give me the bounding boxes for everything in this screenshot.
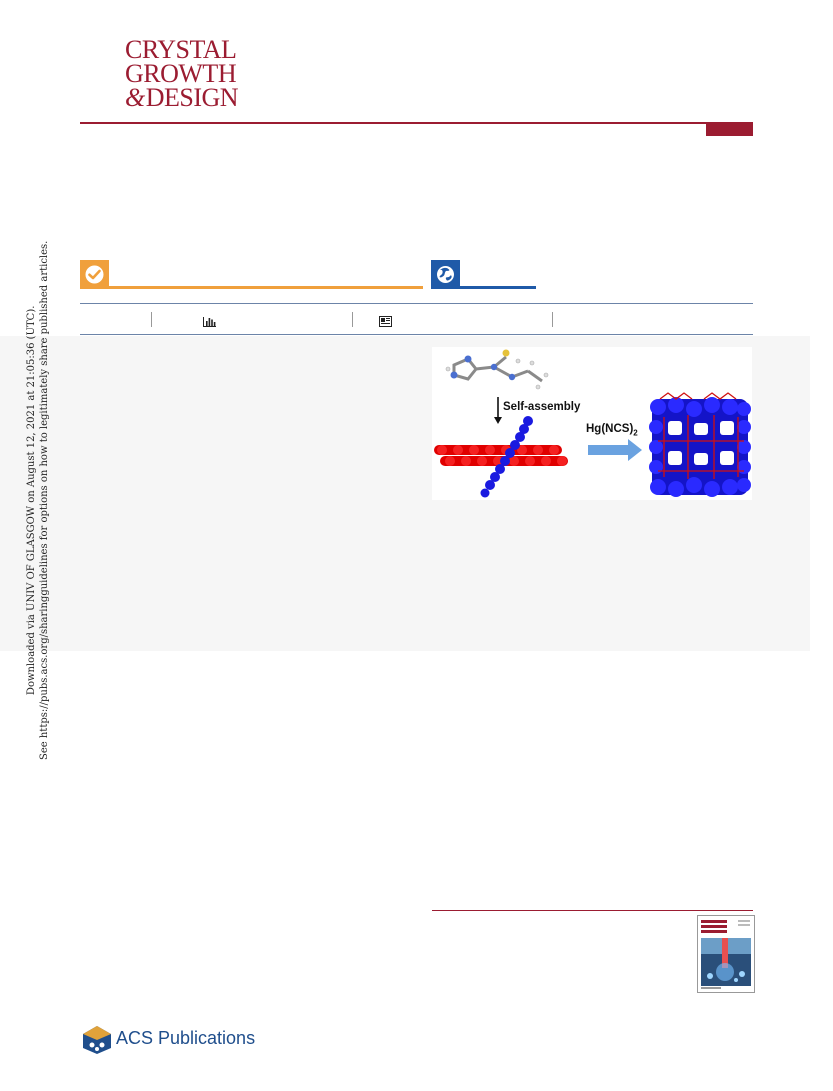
acs-hexagon-icon [83,1026,111,1054]
journal-logo: CRYSTAL GROWTH &DESIGN [125,35,265,112]
journal-cover-image [698,916,754,992]
metrics-separator [352,312,353,327]
journal-name-line1: CRYSTAL [125,35,237,64]
journal-name-line3: DESIGN [145,83,239,112]
download-note-line1: Downloaded via UNIV OF GLASGOW on August… [26,305,37,696]
reaction-arrow-icon [588,439,642,461]
toc-graphic-drawing [434,349,751,498]
journal-name-line3-row: &DESIGN [125,83,265,112]
reagent-formula: Hg(NCS) [586,423,634,435]
reagent-label: Hg(NCS)2 [586,423,638,437]
download-note: Downloaded via UNIV OF GLASGOW on August… [25,241,51,760]
header-rule [80,122,753,124]
framework-structure [649,392,751,497]
publisher-name: ACS Publications [116,1028,256,1048]
bar-chart-icon[interactable] [203,316,216,327]
journal-name-line2: GROWTH [125,59,237,88]
check-circle-icon [85,265,104,284]
blue-chain [480,416,533,498]
reagent-subscript: 2 [633,428,638,438]
toc-graphic: Self-assembly Hg(NCS)2 [432,347,752,500]
acs-publications-logo[interactable]: ACS Publications [80,1024,255,1056]
download-note-line2: See https://pubs.acs.org/sharingguidelin… [39,240,50,760]
check-badge-underline [109,286,423,289]
journal-name-ampersand: & [125,83,145,112]
header-tab [706,124,753,136]
check-badge[interactable] [80,260,423,289]
open-access-badge[interactable] [431,260,536,289]
metrics-bar-top-rule [80,303,753,304]
cover-rule [432,910,753,911]
journal-cover-thumbnail[interactable] [697,915,755,993]
self-assembly-label: Self-assembly [503,401,581,413]
metrics-separator [552,312,553,327]
globe-icon [437,266,454,283]
article-icon[interactable] [379,316,392,327]
metrics-bar-bottom-rule [80,334,753,335]
open-access-badge-underline [460,286,536,289]
metrics-separator [151,312,152,327]
molecule-structure [445,349,549,390]
